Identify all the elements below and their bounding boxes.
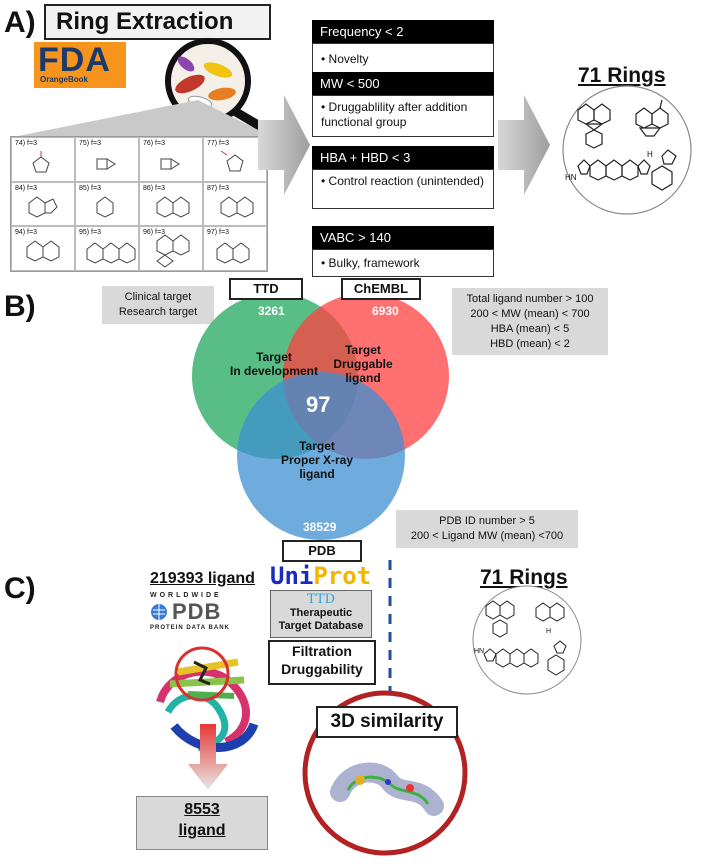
venn-diagram [192, 294, 449, 540]
ttd-logo-box: TTD Therapeutic Target Database [270, 590, 372, 638]
wwpdb-main: PDB [172, 599, 222, 624]
fda-logo-text: FDA [38, 41, 111, 79]
grid-cell: 96) f=3 [139, 226, 203, 271]
grid-cell-label: 86) f=3 [143, 185, 165, 192]
grid-cell-label: 76) f=3 [143, 140, 165, 147]
criterion-head: VABC > 140 [312, 226, 494, 249]
flow-arrow-2 [498, 95, 550, 195]
chembl-label: ChEMBL [341, 278, 421, 300]
panel-a-letter: A) [4, 6, 36, 39]
note-chembl: Total ligand number > 100 200 < MW (mean… [452, 288, 608, 356]
pdb-circle-label: Target Proper X-ray ligand [280, 439, 354, 481]
ttd-circle-label: Target In development [229, 350, 318, 378]
rings-circle-c [472, 585, 582, 695]
rings-title-a: 71 Rings [578, 64, 666, 87]
pdb-count: 38529 [303, 520, 337, 534]
grid-cell: 86) f=3 [139, 182, 203, 226]
criterion-body: • Druggablility after addition functiona… [312, 95, 494, 137]
wwpdb-worldwide: WORLDWIDE [150, 592, 222, 599]
note-pdb: PDB ID number > 5 200 < Ligand MW (mean)… [396, 510, 578, 548]
rings-h-label-a: H [647, 150, 653, 159]
ttd-count: 3261 [258, 304, 285, 318]
ttd-logo: TTD [306, 592, 335, 607]
rings-nh-label-a: HN [565, 173, 577, 182]
grid-cell: 85) f=3 [75, 182, 139, 226]
grid-cell-label: 85) f=3 [79, 185, 101, 192]
globe-icon [151, 604, 167, 620]
pdb-label: PDB [282, 540, 362, 562]
flow-arrow-1 [258, 95, 310, 195]
criterion-body: • Control reaction (unintended) [312, 169, 494, 209]
criterion-mw: MW < 500 • Druggablility after addition … [312, 72, 494, 137]
ligand-count: 219393 ligand [150, 570, 255, 587]
ring-structures-drawing [26, 150, 254, 268]
venn-circle-pdb [237, 372, 405, 540]
criterion-frequency: Frequency < 2 • Novelty [312, 20, 494, 73]
section-divider [388, 560, 392, 700]
rings-h-label-c: H [546, 628, 552, 635]
ring-structure-grid: 74) f=3 75) f=3 76) f=3 77) f=3 84) f=3 … [10, 136, 268, 272]
ttd-caption: Therapeutic Target Database [278, 607, 364, 632]
note-ttd: Clinical target Research target [102, 286, 214, 324]
ring-extraction-title: Ring Extraction [44, 4, 271, 40]
grid-cell-label: 94) f=3 [15, 229, 37, 236]
grid-cell: 95) f=3 [75, 226, 139, 271]
wwpdb-sub: PROTEIN DATA BANK [150, 625, 230, 631]
protein-structure-image [156, 646, 259, 752]
grid-cell: 77) f=3 [203, 137, 267, 182]
filtration-box: Filtration Druggability [268, 640, 376, 685]
wwpdb-logo: WORLDWIDE PDB PROTEIN DATA BANK [150, 592, 260, 632]
rings-title-c: 71 Rings [480, 566, 568, 589]
uniprot-logo: UniProt [270, 562, 371, 590]
similarity-label: 3D similarity [316, 706, 458, 738]
grid-cell: 74) f=3 [11, 137, 75, 182]
grid-cell-label: 96) f=3 [143, 229, 165, 236]
grid-cell-label: 75) f=3 [79, 140, 101, 147]
panel-c-letter: C) [4, 572, 36, 605]
uniprot-prot: Prot [313, 562, 372, 590]
orangebook-text: OrangeBook [40, 75, 89, 84]
zoom-wedge [18, 100, 270, 136]
down-arrow [188, 724, 228, 790]
grid-cell-label: 95) f=3 [79, 229, 101, 236]
chembl-circle-label: Target Druggable ligand [333, 343, 393, 385]
criterion-head: HBA + HBD < 3 [312, 146, 494, 169]
grid-cell-label: 97) f=3 [207, 229, 229, 236]
criterion-hba-hbd: HBA + HBD < 3 • Control reaction (uninte… [312, 146, 494, 209]
grid-cell-label: 84) f=3 [15, 185, 37, 192]
intersection-count: 97 [306, 392, 331, 417]
panel-b-letter: B) [4, 290, 36, 323]
ttd-label: TTD [229, 278, 303, 300]
grid-cell-label: 87) f=3 [207, 185, 229, 192]
rings-nh-label-c: HN [474, 648, 485, 655]
grid-cell: 87) f=3 [203, 182, 267, 226]
criterion-head: Frequency < 2 [312, 20, 494, 43]
grid-cell-label: 77) f=3 [207, 140, 229, 147]
criterion-body: • Bulky, framework [312, 249, 494, 277]
grid-cell: 97) f=3 [203, 226, 267, 271]
rings-circle-a [562, 85, 692, 215]
result-ligand-box: 8553 ligand [136, 796, 268, 850]
uniprot-uni: Uni [270, 562, 314, 590]
chembl-count: 6930 [372, 304, 399, 318]
grid-cell: 84) f=3 [11, 182, 75, 226]
fda-orangebook-logo: FDA OrangeBook [34, 41, 126, 88]
criterion-vabc: VABC > 140 • Bulky, framework [312, 226, 494, 277]
criterion-head: MW < 500 [312, 72, 494, 95]
criterion-body: • Novelty [312, 43, 494, 73]
grid-cell-label: 74) f=3 [15, 140, 37, 147]
